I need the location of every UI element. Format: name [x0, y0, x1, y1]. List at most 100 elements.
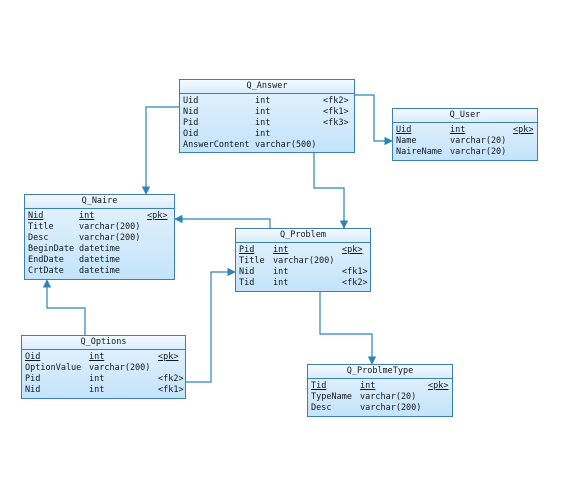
column-key: <fk2> [158, 374, 184, 384]
column-type: int [273, 278, 289, 288]
column-row-uid[interactable]: Uid int <fk2> [180, 96, 354, 107]
column-name: Desc [311, 403, 332, 413]
column-key: <fk3> [323, 118, 349, 128]
column-type: varchar(500) [255, 140, 317, 150]
fk-answer-problem[interactable] [313, 153, 349, 229]
column-row-title[interactable]: Title varchar(200) [25, 222, 174, 233]
column-row-nid[interactable]: Nid int <fk1> [236, 267, 370, 278]
column-row-begindate[interactable]: BeginDate datetime [25, 244, 174, 255]
column-type: datetime [79, 244, 120, 254]
column-name: Tid [311, 381, 327, 391]
fk-options-naire[interactable] [42, 279, 86, 335]
column-row-name[interactable]: Name varchar(20) [393, 136, 537, 147]
column-type: int [89, 352, 105, 362]
fk-problem-problemtype[interactable] [319, 292, 377, 365]
column-key: <fk1> [342, 267, 368, 277]
entity-q-options[interactable]: Q_Options Oid int <pk> OptionValue varchar(2… [21, 335, 186, 399]
column-type: int [360, 381, 376, 391]
column-name: Uid [396, 125, 412, 135]
column-name: Tid [239, 278, 255, 288]
column-key: <fk1> [323, 107, 349, 117]
column-name: Title [28, 222, 54, 232]
column-name: Nid [183, 107, 199, 117]
column-row-oid[interactable]: Oid int <pk> [22, 352, 185, 363]
column-name: OptionValue [25, 363, 82, 373]
fk-answer-user[interactable] [355, 94, 393, 146]
entity-title: Q_Options [22, 336, 185, 350]
column-type: int [450, 125, 466, 135]
column-type: int [89, 385, 105, 395]
column-row-tid[interactable]: Tid int <fk2> [236, 278, 370, 289]
column-key: <fk2> [342, 278, 368, 288]
column-type: varchar(200) [273, 256, 335, 266]
column-name: Pid [25, 374, 41, 384]
column-type: datetime [79, 255, 120, 265]
column-name: Uid [183, 96, 199, 106]
column-type: datetime [79, 266, 120, 276]
entity-title: Q_User [393, 109, 537, 123]
column-row-crtdate[interactable]: CrtDate datetime [25, 266, 174, 277]
column-name: BeginDate [28, 244, 75, 254]
column-key: <pk> [428, 381, 449, 391]
entity-title: Q_Problem [236, 229, 370, 243]
column-name: Nid [239, 267, 255, 277]
column-name: Pid [239, 245, 255, 255]
column-row-desc[interactable]: Desc varchar(200) [308, 403, 452, 414]
column-type: varchar(20) [450, 136, 507, 146]
column-type: varchar(20) [360, 392, 417, 402]
column-type: varchar(200) [89, 363, 151, 373]
column-row-pid[interactable]: Pid int <fk2> [22, 374, 185, 385]
column-type: int [255, 107, 271, 117]
column-type: int [273, 245, 289, 255]
column-name: Oid [183, 129, 199, 139]
column-type: varchar(200) [79, 222, 141, 232]
column-name: Nid [25, 385, 41, 395]
entity-title: Q_Naire [25, 195, 174, 209]
fk-options-problem[interactable] [186, 267, 236, 383]
column-key: <fk1> [158, 385, 184, 395]
column-key: <pk> [342, 245, 363, 255]
column-row-enddate[interactable]: EndDate datetime [25, 255, 174, 266]
column-type: varchar(200) [360, 403, 422, 413]
column-type: int [255, 129, 271, 139]
column-key: <pk> [158, 352, 179, 362]
column-row-uid[interactable]: Uid int <pk> [393, 125, 537, 136]
column-name: Nid [28, 211, 44, 221]
column-name: EndDate [28, 255, 64, 265]
column-row-nid[interactable]: Nid int <fk1> [22, 385, 185, 396]
fk-problem-naire[interactable] [174, 214, 271, 228]
column-type: int [89, 374, 105, 384]
column-name: CrtDate [28, 266, 64, 276]
entity-title: Q_Answer [180, 80, 354, 94]
column-type: int [79, 211, 95, 221]
fk-answer-naire[interactable] [141, 106, 179, 195]
column-name: Pid [183, 118, 199, 128]
column-row-nid[interactable]: Nid int <fk1> [180, 107, 354, 118]
column-key: <pk> [513, 125, 534, 135]
column-type: varchar(20) [450, 147, 507, 157]
column-row-pid[interactable]: Pid int <pk> [236, 245, 370, 256]
column-row-optionvalue[interactable]: OptionValue varchar(200) [22, 363, 185, 374]
entity-q-user[interactable]: Q_User Uid int <pk> Name varchar(20)NaireNam… [392, 108, 538, 161]
column-row-oid[interactable]: Oid int [180, 129, 354, 140]
column-row-tid[interactable]: Tid int <pk> [308, 381, 452, 392]
column-name: Name [396, 136, 417, 146]
entity-title: Q_ProblmeType [308, 365, 452, 379]
column-type: int [255, 96, 271, 106]
column-type: int [273, 267, 289, 277]
column-name: Desc [28, 233, 49, 243]
column-name: Oid [25, 352, 41, 362]
column-key: <fk2> [323, 96, 349, 106]
